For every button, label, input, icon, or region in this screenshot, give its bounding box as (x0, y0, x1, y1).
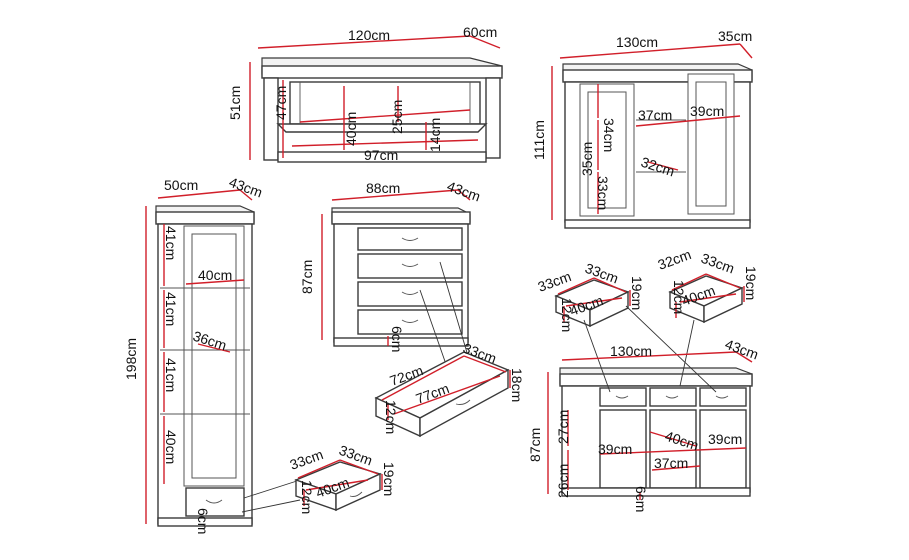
sideboard-shelf-width-label: 37cm (654, 455, 688, 471)
glass-cabinet (562, 63, 753, 229)
tv-stand-right-leg (485, 77, 501, 159)
sideboard-right-drawer-height-label: 19cm (743, 266, 759, 300)
sideboard-left-drawer-height-label: 19cm (629, 276, 645, 310)
vitrine-shelf-3-label: 41cm (163, 358, 179, 392)
sideboard-lower-gap-label: 26cm (555, 464, 571, 498)
sideboard-plinth-label: 6cm (633, 486, 649, 512)
small-drawer-inner-height-label: 12cm (299, 480, 315, 514)
vitrine-shelf-1-label: 41cm (163, 226, 179, 260)
chest-height-label: 87cm (299, 260, 315, 294)
vitrine-depth-label: 43cm (227, 174, 265, 201)
chest-drawer-inner-height-label: 12cm (383, 400, 399, 434)
tv-stand-left-leg (263, 77, 279, 161)
small-drawer-height-label: 19cm (381, 462, 397, 496)
tv-inner-height-label: 40cm (343, 112, 359, 146)
sideboard-left-width-label: 39cm (598, 441, 632, 457)
cabinet-shelf-right-label: 39cm (690, 103, 724, 119)
vitrine-shelf-4-label: 40cm (163, 430, 179, 464)
sideboard-drawer-left-detail (554, 279, 630, 328)
cabinet-width-label: 130cm (616, 34, 658, 50)
sideboard-left-drawer-inner-height-label: 12cm (559, 298, 575, 332)
tv-stand-bottom-rail (277, 151, 487, 163)
cabinet-mid-gap-label: 35cm (579, 142, 595, 176)
chest-plinth-label: 6cm (389, 326, 405, 352)
tv-depth-label: 60cm (463, 24, 497, 40)
sideboard-drawer-2 (649, 387, 697, 407)
tv-side-height-label: 47cm (273, 86, 289, 120)
sideboard-drawer-3 (699, 387, 747, 407)
chest-drawer-1 (357, 227, 463, 251)
tv-stand-back-panel (289, 81, 481, 125)
vitrine-width-label: 50cm (164, 177, 198, 193)
chest-drawer-4 (357, 309, 463, 335)
chest-drawer-height-label: 18cm (509, 368, 525, 402)
tv-drawer-height-label: 25cm (389, 100, 405, 134)
sideboard-door-2 (649, 409, 697, 489)
sideboard-drawer-right-detail (668, 275, 744, 324)
chest-depth-label: 43cm (445, 178, 483, 205)
tv-stand-shelf (276, 123, 488, 133)
cabinet-height-label: 111cm (531, 120, 547, 160)
vitrine-shelf-2-label: 41cm (163, 292, 179, 326)
sideboard-drawer-1 (599, 387, 647, 407)
sideboard-right-width-label: 39cm (708, 431, 742, 447)
chest-drawer-3 (357, 281, 463, 307)
tv-width-label: 120cm (348, 27, 390, 43)
tv-depth-line (469, 35, 501, 49)
vitrine-height-label: 198cm (123, 338, 139, 380)
sideboard-right-drawer-inner-depth-label: 33cm (699, 250, 737, 277)
tv-shelf-height-label: 14cm (427, 118, 443, 152)
tv-width-line (257, 35, 471, 49)
vitrine-plinth-label: 6cm (195, 508, 211, 534)
chest-of-drawers (331, 207, 471, 347)
sideboard-upper-gap-label: 27cm (555, 410, 571, 444)
cabinet-low-gap-label: 33cm (595, 176, 611, 210)
vitrine-drawer (185, 487, 245, 517)
sideboard-right-drawer-inner-height-label: 12cm (671, 280, 687, 314)
cabinet-shelf-left-label: 37cm (638, 107, 672, 123)
sideboard-right-drawer-outer-depth-label: 32cm (656, 246, 694, 273)
vitrine-inner-width-label: 40cm (198, 267, 232, 283)
tv-stand (261, 57, 503, 163)
tall-vitrine (155, 205, 255, 527)
chest-width-label: 88cm (366, 180, 400, 196)
tv-inner-width-label: 97cm (364, 147, 398, 163)
chest-drawer-2 (357, 253, 463, 279)
sideboard-width-label: 130cm (610, 343, 652, 359)
tv-stand-top-front (261, 65, 503, 79)
tv-height-label: 51cm (227, 86, 243, 120)
cabinet-depth-label: 35cm (718, 28, 752, 44)
sideboard-height-label: 87cm (527, 428, 543, 462)
sideboard-depth-label: 43cm (723, 336, 761, 363)
cabinet-top-gap-label: 34cm (601, 118, 617, 152)
chest-drawer-detail (374, 351, 510, 438)
